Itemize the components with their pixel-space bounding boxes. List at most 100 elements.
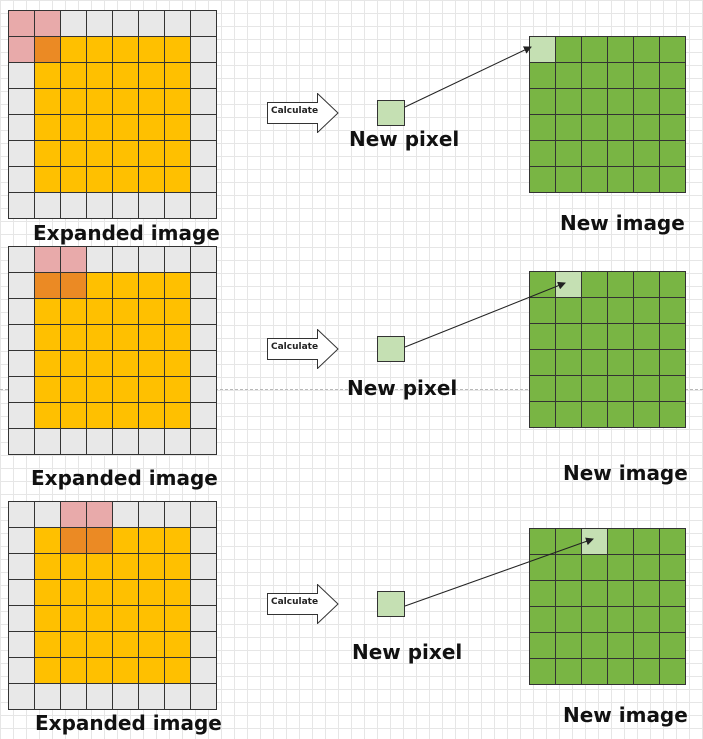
- padding-pixel: [9, 377, 35, 403]
- new-image-grid: [529, 271, 686, 428]
- padding-pixel: [113, 502, 139, 528]
- padding-pixel: [165, 429, 191, 455]
- computed-pixel: [530, 37, 556, 63]
- expanded-image-label: Expanded image: [33, 221, 220, 245]
- image-pixel: [165, 167, 191, 193]
- padding-pixel: [113, 247, 139, 273]
- padding-pixel: [191, 273, 217, 299]
- image-pixel: [165, 63, 191, 89]
- padding-pixel: [9, 63, 35, 89]
- image-pixel: [165, 632, 191, 658]
- image-pixel: [165, 115, 191, 141]
- padding-pixel: [9, 193, 35, 219]
- image-pixel: [113, 351, 139, 377]
- image-pixel: [87, 377, 113, 403]
- image-pixel: [87, 632, 113, 658]
- padding-pixel: [191, 632, 217, 658]
- image-pixel: [113, 658, 139, 684]
- padding-pixel: [9, 528, 35, 554]
- new-image-pixel: [556, 555, 582, 581]
- padding-pixel: [139, 11, 165, 37]
- image-pixel: [35, 606, 61, 632]
- image-pixel: [165, 528, 191, 554]
- image-pixel: [165, 606, 191, 632]
- new-image-pixel: [660, 376, 686, 402]
- image-pixel: [35, 403, 61, 429]
- image-pixel: [113, 606, 139, 632]
- padding-pixel: [165, 193, 191, 219]
- new-image-pixel: [582, 633, 608, 659]
- padding-pixel: [165, 684, 191, 710]
- image-pixel: [35, 115, 61, 141]
- new-image-grid: [529, 528, 686, 685]
- image-pixel: [139, 141, 165, 167]
- image-pixel: [35, 167, 61, 193]
- padding-pixel: [35, 684, 61, 710]
- image-pixel: [35, 63, 61, 89]
- padding-pixel: [191, 580, 217, 606]
- padding-pixel: [87, 247, 113, 273]
- padding-pixel: [191, 89, 217, 115]
- new-image-pixel: [634, 633, 660, 659]
- new-image-pixel: [582, 324, 608, 350]
- padding-pixel: [191, 37, 217, 63]
- padding-pixel: [9, 167, 35, 193]
- padding-pixel: [191, 351, 217, 377]
- new-image-pixel: [634, 298, 660, 324]
- connector-arrow: [404, 46, 532, 108]
- image-pixel: [139, 299, 165, 325]
- new-image-pixel: [634, 350, 660, 376]
- image-pixel: [61, 351, 87, 377]
- padding-pixel: [9, 429, 35, 455]
- padding-pixel: [87, 11, 113, 37]
- image-pixel: [139, 351, 165, 377]
- calculate-arrow: Calculate: [267, 584, 339, 624]
- padding-pixel: [165, 247, 191, 273]
- image-pixel: [61, 403, 87, 429]
- image-pixel: [61, 37, 87, 63]
- new-image-pixel: [582, 402, 608, 428]
- new-image-pixel: [582, 350, 608, 376]
- padding-pixel: [191, 141, 217, 167]
- padding-pixel: [191, 658, 217, 684]
- new-image-pixel: [608, 63, 634, 89]
- padding-pixel: [113, 193, 139, 219]
- image-pixel: [139, 658, 165, 684]
- padding-pixel: [9, 141, 35, 167]
- padding-pixel: [61, 429, 87, 455]
- image-pixel: [61, 377, 87, 403]
- image-pixel: [87, 63, 113, 89]
- new-image-pixel: [634, 89, 660, 115]
- new-image-pixel: [530, 555, 556, 581]
- padding-pixel: [9, 580, 35, 606]
- new-image-pixel: [582, 659, 608, 685]
- new-image-pixel: [582, 63, 608, 89]
- new-image-pixel: [530, 529, 556, 555]
- image-pixel: [35, 658, 61, 684]
- image-pixel: [61, 580, 87, 606]
- new-image-pixel: [634, 376, 660, 402]
- image-pixel: [139, 273, 165, 299]
- image-pixel: [87, 299, 113, 325]
- padding-pixel: [191, 554, 217, 580]
- image-pixel: [87, 325, 113, 351]
- new-image-pixel: [660, 167, 686, 193]
- image-pixel: [87, 351, 113, 377]
- new-image-grid: [529, 36, 686, 193]
- image-pixel: [87, 115, 113, 141]
- image-pixel: [139, 63, 165, 89]
- padding-pixel: [113, 429, 139, 455]
- image-pixel: [165, 299, 191, 325]
- image-pixel: [165, 273, 191, 299]
- new-image-pixel: [530, 141, 556, 167]
- padding-pixel: [9, 115, 35, 141]
- padding-pixel: [139, 247, 165, 273]
- window-pixel: [35, 247, 61, 273]
- new-image-pixel: [608, 555, 634, 581]
- padding-pixel: [191, 528, 217, 554]
- new-image-pixel: [634, 167, 660, 193]
- padding-pixel: [9, 325, 35, 351]
- new-image-pixel: [582, 298, 608, 324]
- image-pixel: [87, 580, 113, 606]
